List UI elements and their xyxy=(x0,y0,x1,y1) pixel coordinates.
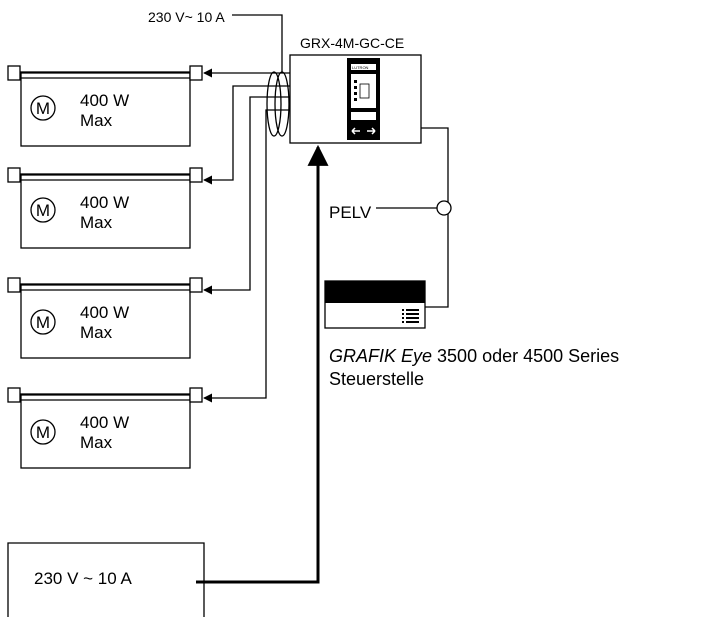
pelv-cable-marker xyxy=(436,200,452,216)
motor-symbol-circle xyxy=(30,419,56,445)
motor-symbol-circle xyxy=(30,309,56,335)
motor-3-wire xyxy=(203,96,290,295)
control-label-line1: GRAFIK Eye 3500 oder 4500 Series xyxy=(329,346,619,366)
pelv-label: PELV xyxy=(329,203,372,222)
motor-power: 400 W xyxy=(80,303,129,322)
motor-symbol: M xyxy=(36,423,50,442)
motor-symbol-circle xyxy=(30,197,56,223)
cable-bundle-left xyxy=(266,71,282,137)
motor-power: 400 W xyxy=(80,193,129,212)
motor-bracket-left xyxy=(7,277,21,293)
motor-max: Max xyxy=(80,323,113,342)
motor-bracket-left xyxy=(7,387,21,403)
motor-power: 400 W xyxy=(80,413,129,432)
motor-bracket-right xyxy=(189,65,203,81)
main-supply-wire xyxy=(196,144,329,584)
motor-bracket-right xyxy=(189,277,203,293)
supply-top-label: 230 V~ 10 A xyxy=(148,9,225,25)
motor-max: Max xyxy=(80,111,113,130)
pelv-wire xyxy=(421,127,449,308)
motor-symbol-circle xyxy=(30,95,56,121)
motor-power: 400 W xyxy=(80,91,129,110)
motor-2: M 400 W Max xyxy=(7,167,203,249)
motor-2-wire xyxy=(203,85,290,185)
motor-symbol: M xyxy=(36,313,50,332)
control-label-italic: GRAFIK Eye xyxy=(329,346,432,366)
motor-3: M 400 W Max xyxy=(7,277,203,359)
grafik-eye-control xyxy=(324,280,426,329)
module-faceplate: LUTRON xyxy=(347,58,380,140)
supply-bottom-label: 230 V ~ 10 A xyxy=(34,569,132,588)
motor-4: M 400 W Max xyxy=(7,387,203,469)
supply-top-lead xyxy=(232,14,283,72)
motor-symbol: M xyxy=(36,201,50,220)
grx-module: GRX-4M-GC-CE LUTRON xyxy=(289,35,422,144)
module-label: GRX-4M-GC-CE xyxy=(300,35,404,51)
motor-4-wire xyxy=(203,109,290,403)
cable-bundle-right xyxy=(274,71,290,137)
motor-bracket-right xyxy=(189,167,203,183)
supply-bottom-box xyxy=(7,542,205,617)
motor-bracket-left xyxy=(7,167,21,183)
motor-1: M 400 W Max xyxy=(7,65,203,147)
control-buttons-icon xyxy=(402,309,419,323)
motor-max: Max xyxy=(80,433,113,452)
control-label-rest: 3500 oder 4500 Series xyxy=(432,346,619,366)
control-label-line2: Steuerstelle xyxy=(329,369,424,389)
module-brand: LUTRON xyxy=(352,65,369,70)
motor-bracket-right xyxy=(189,387,203,403)
motor-symbol: M xyxy=(36,99,50,118)
motor-max: Max xyxy=(80,213,113,232)
motor-bracket-left xyxy=(7,65,21,81)
